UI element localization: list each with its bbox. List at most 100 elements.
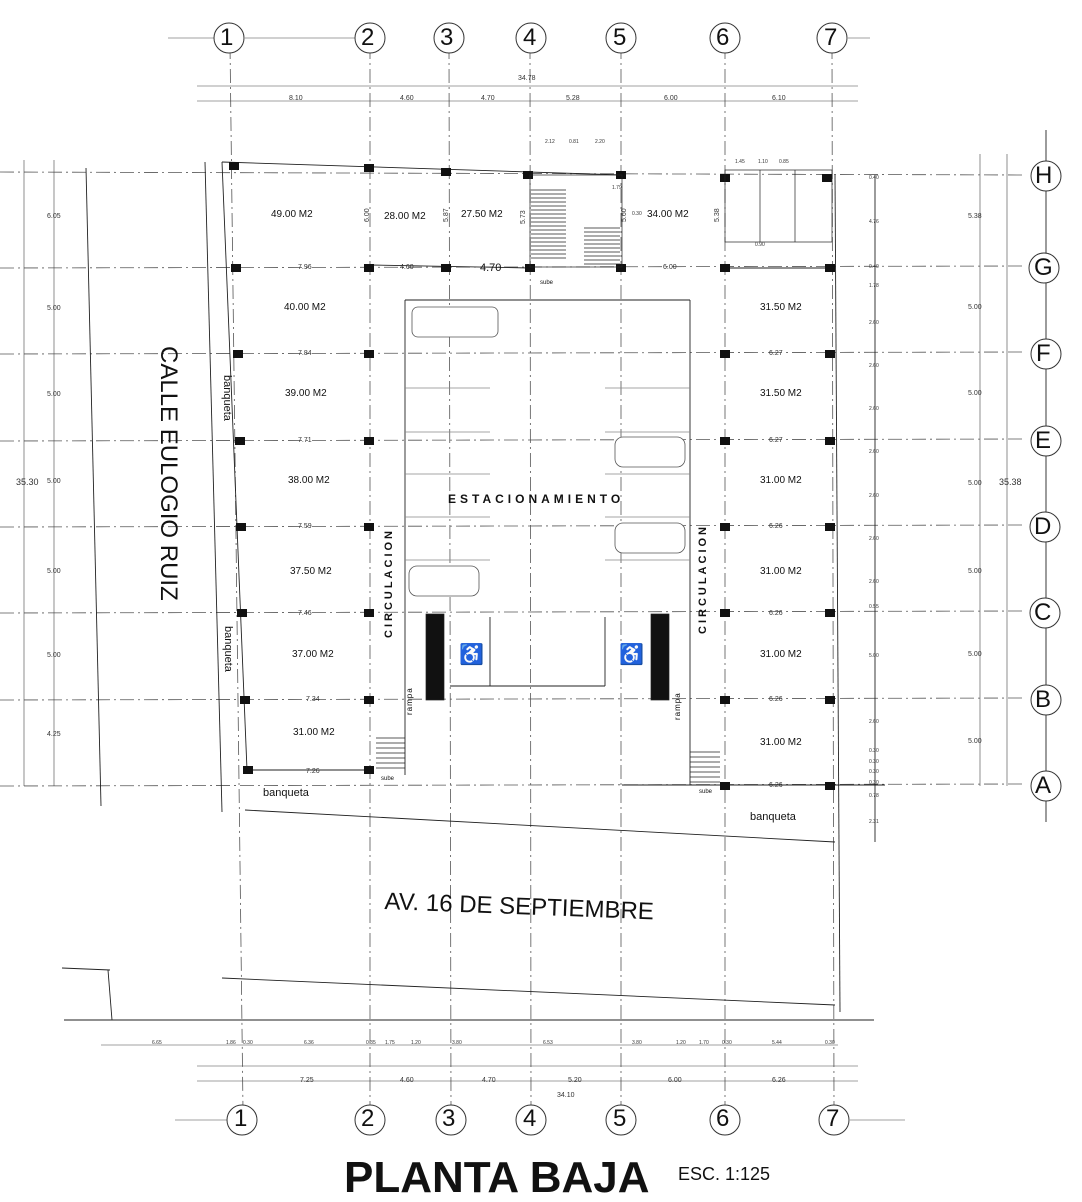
dim-inner-left: 7.26 (306, 768, 320, 775)
structural-column (364, 696, 374, 704)
grid-label-row-g: G (1034, 254, 1053, 281)
accessible-parking-icon: ♿ (619, 644, 644, 666)
dim-strip: 0.40 (869, 175, 879, 181)
dim-wc: 0.85 (779, 159, 789, 165)
dim-col-height: 5.60 (621, 208, 628, 222)
grid-label-col-4: 4 (523, 24, 537, 51)
area-label: 31.00 M2 (293, 727, 335, 738)
dim-right-4: 5.00 (968, 480, 982, 487)
street-edge (85, 167, 102, 807)
grid-bubble (354, 1104, 386, 1136)
grid-label-row-h: H (1035, 162, 1053, 189)
grid-bubble (605, 1104, 637, 1136)
area-label: 31.00 M2 (760, 566, 802, 577)
dim-inner-right: 6.26 (769, 523, 783, 530)
dim-stair: 1.79 (612, 185, 622, 191)
structural-column (720, 609, 730, 617)
grid-label-col-1-bottom: 1 (234, 1105, 248, 1132)
street-edge (221, 977, 836, 1006)
structural-column (720, 437, 730, 445)
stair-up-label: sube (381, 776, 395, 782)
grid-label-col-5: 5 (613, 24, 627, 51)
structural-column (825, 523, 835, 531)
dim-strip: 2.60 (869, 320, 879, 326)
car-symbols (408, 306, 686, 597)
dim-bottom-detail: 6.53 (543, 1040, 553, 1046)
dim-wc: 0.90 (755, 242, 765, 248)
dim-stair: 0.81 (569, 139, 579, 145)
grid-label-col-3: 3 (440, 24, 454, 51)
structural-column (822, 174, 832, 182)
dim-right-6: 5.00 (968, 651, 982, 658)
structural-column (237, 609, 247, 617)
dim-inner-left: 7.46 (298, 610, 312, 617)
dim-col-height: 5.87 (443, 208, 450, 222)
structural-column (616, 264, 626, 272)
street-edge (244, 809, 836, 843)
dim-right-3: 5.00 (968, 390, 982, 397)
dim-bottom-5: 6.00 (668, 1077, 682, 1084)
stair-symbols (376, 169, 833, 783)
dim-inner-left: 7.96 (298, 264, 312, 271)
structural-column (720, 350, 730, 358)
structural-column (364, 164, 374, 172)
dim-strip: 2.60 (869, 363, 879, 369)
dim-left-4: 5.00 (47, 478, 61, 485)
structural-column (825, 264, 835, 272)
grid-label-row-b: B (1035, 686, 1052, 713)
dim-stair: 2.20 (595, 139, 605, 145)
sidewalk-edge (204, 161, 223, 813)
dim-strip: 2.60 (869, 719, 879, 725)
dim-col-height: 5.73 (520, 210, 527, 224)
grid-line-row (0, 610, 1026, 614)
ramp-right-label: rampa (673, 692, 682, 720)
dim-inner-left: 7.71 (298, 437, 312, 444)
dim-left-7: 4.25 (47, 731, 61, 738)
dim-bottom-detail: 3.80 (632, 1040, 642, 1046)
dim-bottom-1: 7.25 (300, 1077, 314, 1084)
dim-inner-right: 6.26 (769, 610, 783, 617)
structural-column (364, 350, 374, 358)
grid-line-row (0, 697, 1026, 701)
building-outline (61, 130, 1047, 1021)
structural-column (364, 609, 374, 617)
dim-top-3: 4.70 (481, 95, 495, 102)
dim-strip: 4.76 (869, 219, 879, 225)
grid-label-col-6-bottom: 6 (716, 1105, 730, 1132)
grid-line-column (229, 44, 244, 1111)
structural-column (825, 350, 835, 358)
area-label: 40.00 M2 (284, 302, 326, 313)
grid-bubble (1029, 597, 1061, 629)
structural-column (720, 523, 730, 531)
grid-label-col-7: 7 (824, 24, 838, 51)
dim-top-2: 4.60 (400, 95, 414, 102)
dim-strip: 2.60 (869, 449, 879, 455)
grid-lines (0, 44, 1026, 1111)
area-label: 34.00 M2 (647, 209, 689, 220)
dim-left-6: 5.00 (47, 652, 61, 659)
structural-column (235, 437, 245, 445)
grid-bubble (1030, 425, 1062, 457)
street-edge (107, 969, 113, 1021)
area-label: 28.00 M2 (384, 211, 426, 222)
structural-column (825, 437, 835, 445)
grid-label-row-f: F (1036, 340, 1051, 367)
grid-label-col-6: 6 (716, 24, 730, 51)
grid-bubble (213, 22, 245, 54)
grid-bubble (1030, 338, 1062, 370)
dim-bottom-detail: 0.35 (366, 1040, 376, 1046)
area-label: 27.50 M2 (461, 209, 503, 220)
dim-bottom-detail: 0.30 (722, 1040, 732, 1046)
building-wall (221, 161, 623, 176)
structural-column (825, 782, 835, 790)
grid-line-row (0, 783, 1026, 787)
area-label: 31.50 M2 (760, 388, 802, 399)
car-icon (411, 306, 499, 338)
structural-column (441, 168, 451, 176)
structural-column (441, 264, 451, 272)
grid-line-row (0, 524, 1026, 528)
drawing-scale: ESC. 1:125 (678, 1164, 771, 1184)
grid-label-row-e: E (1035, 427, 1052, 454)
dim-strip: 2.60 (869, 536, 879, 542)
area-label: 38.00 M2 (288, 475, 330, 486)
